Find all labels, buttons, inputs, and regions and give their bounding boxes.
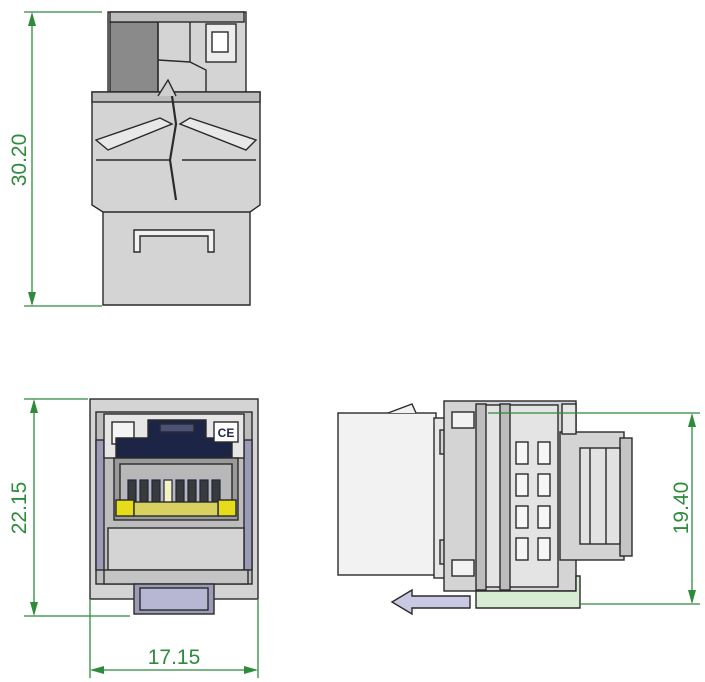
svg-text:CE: CE [218, 426, 235, 440]
top-view [91, 11, 261, 306]
front-view-lower-panel [107, 527, 245, 571]
front-view-yellow-left [115, 499, 135, 517]
dimension-front-height: 22.15 [8, 482, 31, 535]
dimension-top-height: 30.20 [8, 134, 31, 187]
front-view: CE [89, 398, 259, 615]
side-view [337, 400, 633, 616]
dimension-side-height: 19.40 [670, 482, 693, 535]
top-view-slot [133, 229, 215, 253]
front-view-yellow-right [217, 499, 237, 517]
dimension-front-width: 17.15 [148, 646, 201, 669]
side-view-foot [475, 575, 581, 609]
side-view-body [337, 412, 437, 576]
ce-mark-icon: CE [213, 421, 239, 443]
top-view-cap-shade [109, 21, 159, 93]
side-view-windows [515, 441, 551, 561]
front-view-contacts [127, 479, 221, 513]
arrow-left-icon [390, 588, 471, 616]
dimension-lines [24, 11, 700, 678]
